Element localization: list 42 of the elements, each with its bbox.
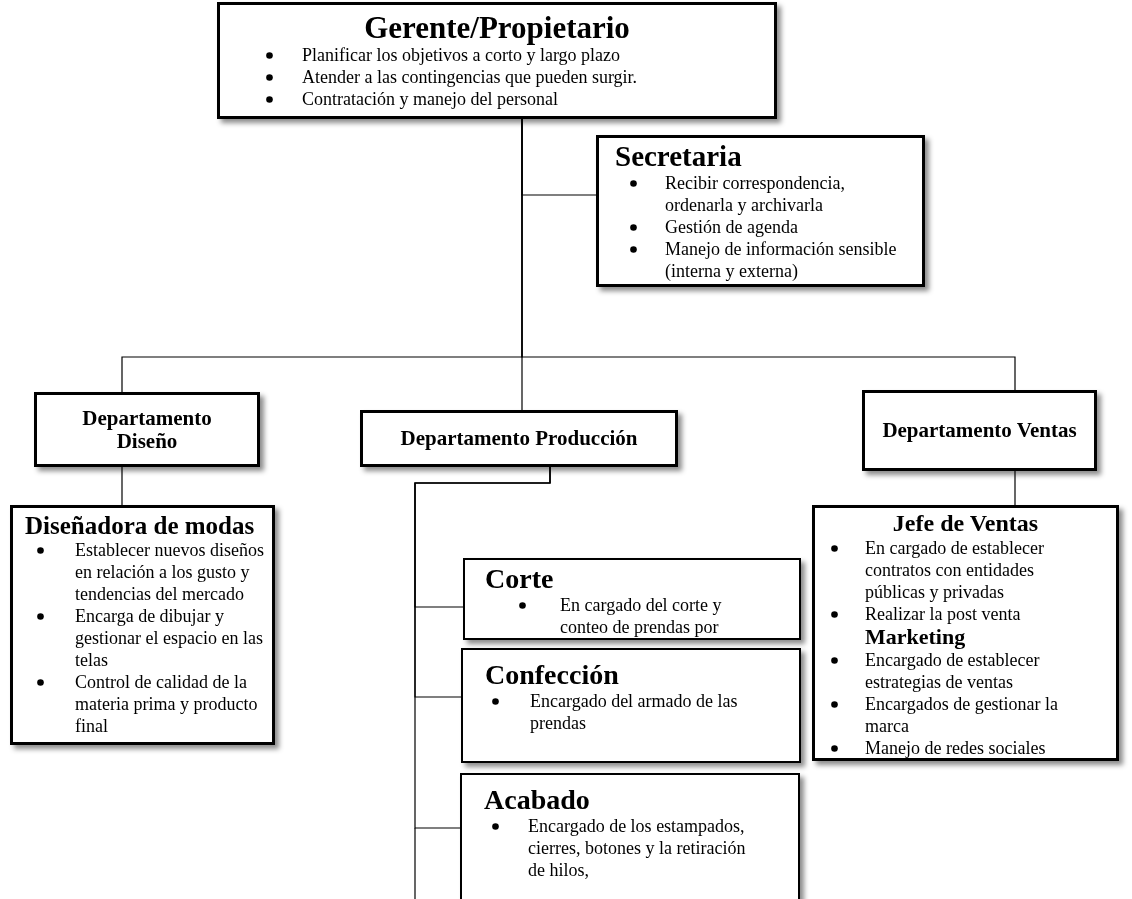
- list-item-text: Encargado de establecer estrategias de ventas: [865, 649, 1040, 692]
- role-title: Departamento Producción: [399, 427, 639, 450]
- list-item-text: Planificar los objetivos a corto y largo plazo: [302, 45, 621, 66]
- department-box: [360, 410, 678, 467]
- role-title: Gerente/Propietario: [363, 11, 631, 45]
- list-item-text: Control de calidad de la materia prima y producto final: [75, 672, 258, 736]
- role-title: Jefe de Ventas: [891, 511, 1040, 537]
- list-item-text: En cargado de establecer contratos con entidades públicas y privadas: [865, 537, 1045, 602]
- role-box: [463, 558, 801, 640]
- role-box: [461, 648, 801, 763]
- connector-line: [521, 118, 1016, 391]
- role-title: Confección: [484, 660, 620, 691]
- connector-line: [414, 466, 551, 829]
- list-item-text: Atender a las contingencias que pueden surgir.: [302, 67, 638, 88]
- role-box: [596, 135, 925, 287]
- list-item-text: Recibir correspondencia, ordenarla y archivarla: [665, 173, 845, 216]
- list-item-text: Manejo de redes sociales: [865, 737, 1046, 758]
- department-box: [862, 390, 1097, 471]
- role-title: Departamento Ventas: [881, 419, 1078, 442]
- list-item-text: Establecer nuevos diseños en relación a los gusto y tendencias del mercado: [75, 540, 264, 604]
- role-title: Corte: [484, 564, 555, 595]
- list-item-text: En cargado del corte y conteo de prendas por: [560, 595, 722, 638]
- role-box: [460, 773, 800, 899]
- list-item-text: Encargado del armado de las prendas: [530, 691, 738, 734]
- role-title: Marketing: [864, 624, 966, 649]
- connector-line: [1014, 470, 1016, 506]
- list-item-text: Gestión de agenda: [665, 217, 798, 238]
- department-box: [34, 392, 260, 467]
- list-item-text: Realizar la post venta: [865, 603, 1021, 624]
- list-item-text: Manejo de información sensible (interna y externa): [665, 239, 897, 282]
- list-item-text: Contratación y manejo del personal: [302, 89, 558, 110]
- role-title: Acabado: [483, 785, 591, 816]
- role-title: Secretaria: [614, 141, 743, 173]
- list-item-text: Encarga de dibujar y gestionar el espacio en las telas: [75, 606, 263, 670]
- list-item-text: Encargado de los estampados, cierres, botones y la retiración de hilos,: [528, 816, 746, 881]
- role-title: Diseñadora de modas: [24, 512, 256, 539]
- role-box: [812, 505, 1119, 761]
- role-title: Departamento Diseño: [81, 406, 213, 453]
- role-box: [217, 2, 777, 119]
- list-item-text: Encargados de gestionar la marca: [865, 693, 1059, 736]
- connector-line: [121, 466, 123, 506]
- role-box: [10, 505, 275, 745]
